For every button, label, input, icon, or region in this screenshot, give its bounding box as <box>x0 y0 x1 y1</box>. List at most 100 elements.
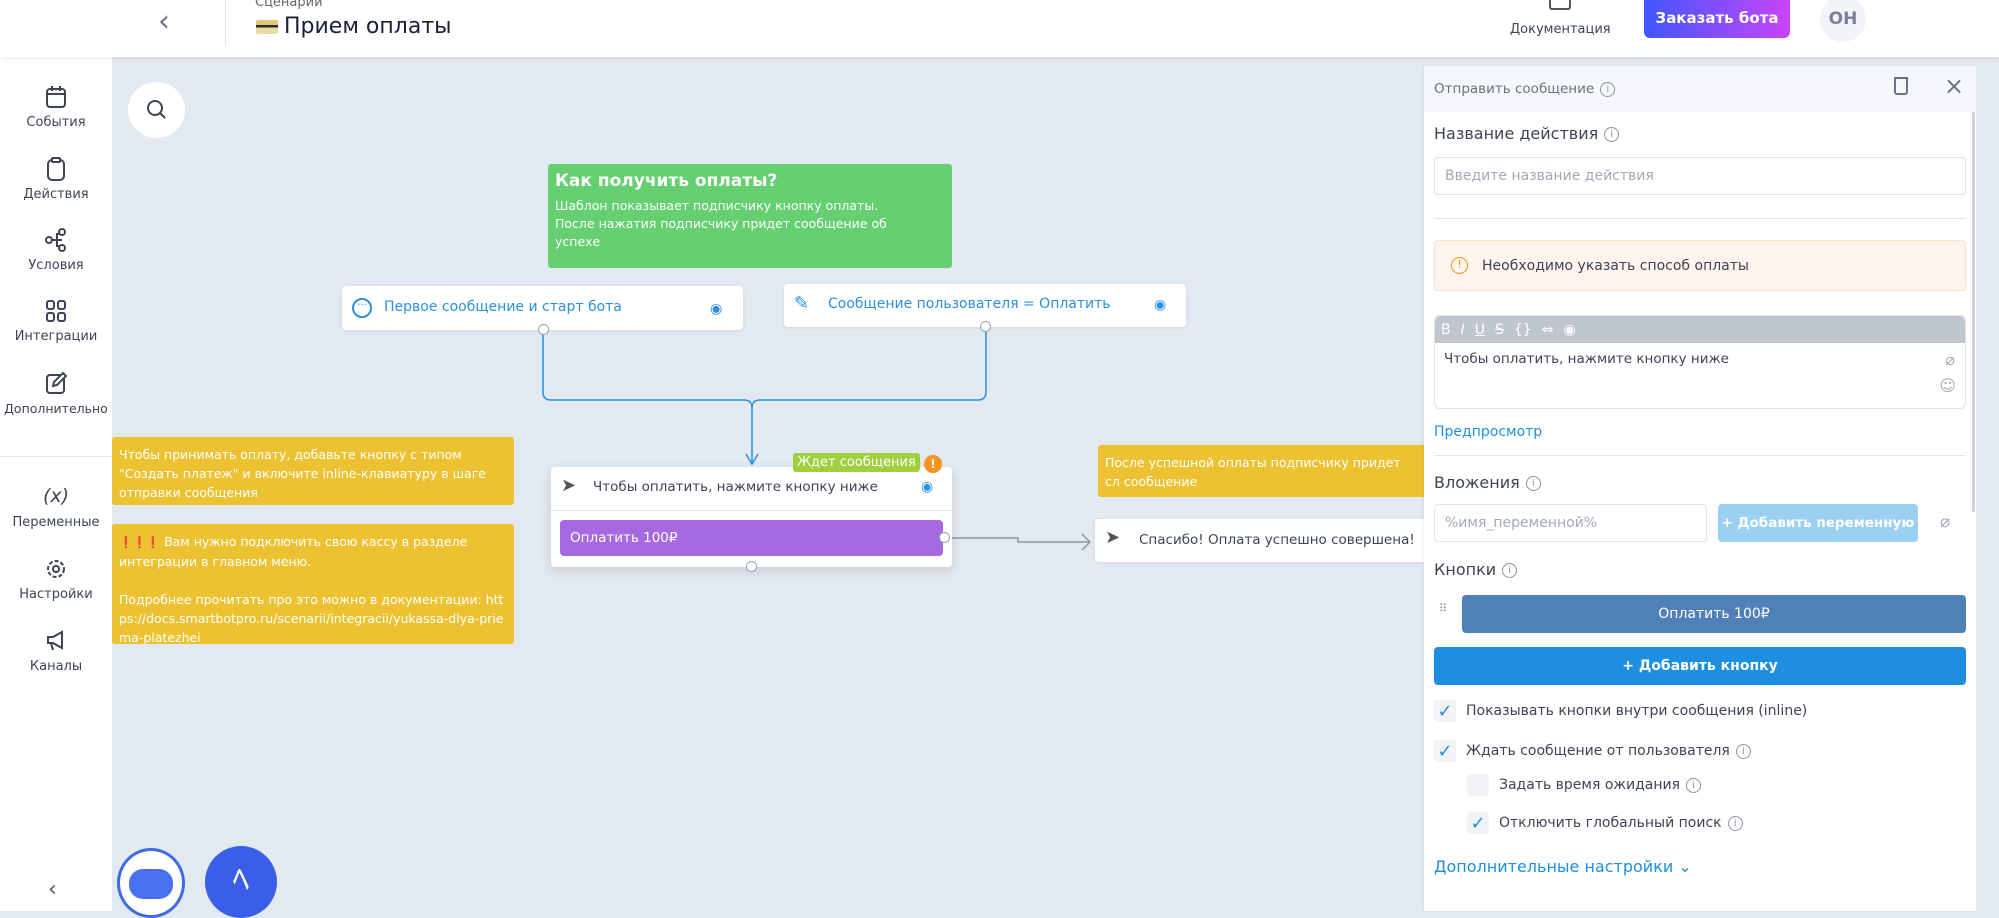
book-icon[interactable] <box>1549 0 1571 10</box>
trigger-node-start[interactable]: ··· Первое сообщение и старт бота ◉ <box>342 286 743 335</box>
add-button-button[interactable]: + Добавить кнопку <box>1434 647 1966 685</box>
yellow-note-inline[interactable]: Чтобы принимать оплату, добавьте кнопку … <box>112 437 514 505</box>
output-port[interactable] <box>746 561 757 572</box>
documentation-link[interactable]: Документация <box>1510 22 1611 37</box>
header-divider <box>225 0 226 46</box>
variable-input[interactable]: %имя_переменной% <box>1434 504 1707 542</box>
branch-icon <box>45 228 66 252</box>
button-output-port[interactable] <box>939 532 950 543</box>
edge-trigger2 <box>751 330 987 409</box>
pay-button[interactable]: Оплатить 100₽ <box>560 520 943 556</box>
trash-icon[interactable] <box>1894 77 1908 95</box>
message-text[interactable]: Чтобы оплатить, нажмите кнопку ниже <box>1444 351 1729 367</box>
info-icon: i <box>1502 563 1518 578</box>
trigger-node-user-message[interactable]: ✎ Сообщение пользователя = Оплатить ◉ <box>784 284 1186 332</box>
gear-icon <box>47 560 65 578</box>
sidebar-item-conditions[interactable]: Условия <box>0 228 112 273</box>
send-message-node[interactable]: Ждет сообщения ! ➤ Чтобы оплатить, нажми… <box>551 453 952 572</box>
calendar-icon <box>46 86 66 108</box>
waiting-badge: Ждет сообщения <box>793 453 920 472</box>
edit-icon <box>46 371 67 394</box>
warning-icon: ! <box>1451 257 1468 274</box>
collapse-sidebar-button[interactable]: ‹ <box>48 877 57 902</box>
edit-icon: ✎ <box>794 293 810 314</box>
button-item-pay[interactable]: Оплатить 100₽ <box>1462 595 1966 633</box>
attach-icon[interactable]: ⌀ <box>1940 512 1951 532</box>
sidebar-item-integrations[interactable]: Интеграции <box>0 299 112 344</box>
top-header: ‹ Сценарии Прием оплаты Документация Зак… <box>0 0 1999 57</box>
checkbox-inline[interactable]: ✓Показывать кнопки внутри сообщения (inl… <box>1434 700 1807 722</box>
panel-scrollbar[interactable] <box>1972 112 1975 512</box>
info-icon: i <box>1727 815 1743 831</box>
output-port[interactable] <box>538 324 549 335</box>
action-name-input[interactable]: Введите название действия <box>1434 157 1966 195</box>
assistant-bot-avatar[interactable] <box>117 848 185 918</box>
more-settings-toggle[interactable]: Дополнительные настройки ⌄ <box>1434 857 1692 876</box>
warning-marks: ❗❗❗ <box>119 536 161 549</box>
llama-chat-button[interactable]: ﾍ <box>205 846 277 918</box>
eye-icon[interactable]: ◉ <box>1154 297 1167 313</box>
back-button[interactable]: ‹ <box>158 4 170 39</box>
check-icon[interactable]: ✓ <box>1467 812 1489 834</box>
breadcrumb[interactable]: Сценарии <box>255 0 323 10</box>
chat-icon: ··· <box>352 298 372 318</box>
warning-banner: !Необходимо указать способ оплаты <box>1434 240 1966 291</box>
thanks-node[interactable]: ➤ Спасибо! Оплата успешно совершена! <box>1095 519 1424 562</box>
yellow-note-integration[interactable]: ❗❗❗ Вам нужно подключить свою кассу в ра… <box>112 524 514 645</box>
info-icon: i <box>1600 81 1616 97</box>
info-icon: i <box>1686 777 1702 793</box>
attach-icon[interactable]: ⌀ <box>1945 350 1955 369</box>
code-button[interactable]: {} <box>1513 321 1532 338</box>
green-note[interactable]: Как получить оплаты? Шаблон показывает п… <box>548 164 952 268</box>
link-button[interactable]: ⇔ <box>1541 321 1554 338</box>
chevron-down-icon: ⌄ <box>1678 857 1692 876</box>
close-icon[interactable]: × <box>1944 72 1965 100</box>
info-icon: i <box>1735 743 1751 759</box>
card-icon <box>256 20 278 34</box>
sidebar-item-variables[interactable]: (x)Переменные <box>0 485 112 530</box>
grid-icon <box>46 300 66 322</box>
eye-icon[interactable]: ◉ <box>921 479 934 495</box>
yellow-note-success[interactable]: После успешной оплаты подписчику придет … <box>1098 445 1424 497</box>
preview-eye-button[interactable]: ◉ <box>1563 321 1576 338</box>
emoji-icon[interactable]: ☺ <box>1939 376 1956 395</box>
eye-icon[interactable]: ◉ <box>710 301 723 317</box>
edge-arrow <box>745 453 759 466</box>
italic-button[interactable]: I <box>1460 321 1465 338</box>
preview-link[interactable]: Предпросмотр <box>1434 424 1543 440</box>
search-button[interactable] <box>128 82 185 138</box>
search-icon <box>146 100 166 119</box>
drag-handle-icon[interactable]: ⠿ <box>1439 602 1448 615</box>
variable-icon: (x) <box>42 485 70 507</box>
strike-button[interactable]: S <box>1495 321 1504 338</box>
order-bot-button[interactable]: Заказать бота <box>1644 0 1790 38</box>
send-icon: ➤ <box>561 475 577 496</box>
sidebar-item-actions[interactable]: Действия <box>0 157 112 202</box>
avatar[interactable]: OH <box>1820 0 1866 42</box>
underline-button[interactable]: U <box>1474 321 1485 338</box>
sidebar-item-additional[interactable]: Дополнительно <box>0 371 112 417</box>
sidebar-item-settings[interactable]: Настройки <box>0 557 112 602</box>
add-variable-button[interactable]: + Добавить переменную <box>1718 504 1918 542</box>
check-icon[interactable]: ✓ <box>1434 740 1456 762</box>
info-icon: i <box>1525 476 1541 491</box>
sidebar: События Действия Условия Интеграции Допо… <box>0 57 112 911</box>
bold-button[interactable]: B <box>1441 321 1451 338</box>
sidebar-divider <box>0 456 112 457</box>
panel-header <box>1424 66 1976 112</box>
output-port[interactable] <box>980 321 991 332</box>
check-icon[interactable]: ✓ <box>1434 700 1456 722</box>
sidebar-item-events[interactable]: События <box>0 85 112 130</box>
sidebar-item-channels[interactable]: Каналы <box>0 629 112 674</box>
edge-trigger1 <box>542 334 753 463</box>
